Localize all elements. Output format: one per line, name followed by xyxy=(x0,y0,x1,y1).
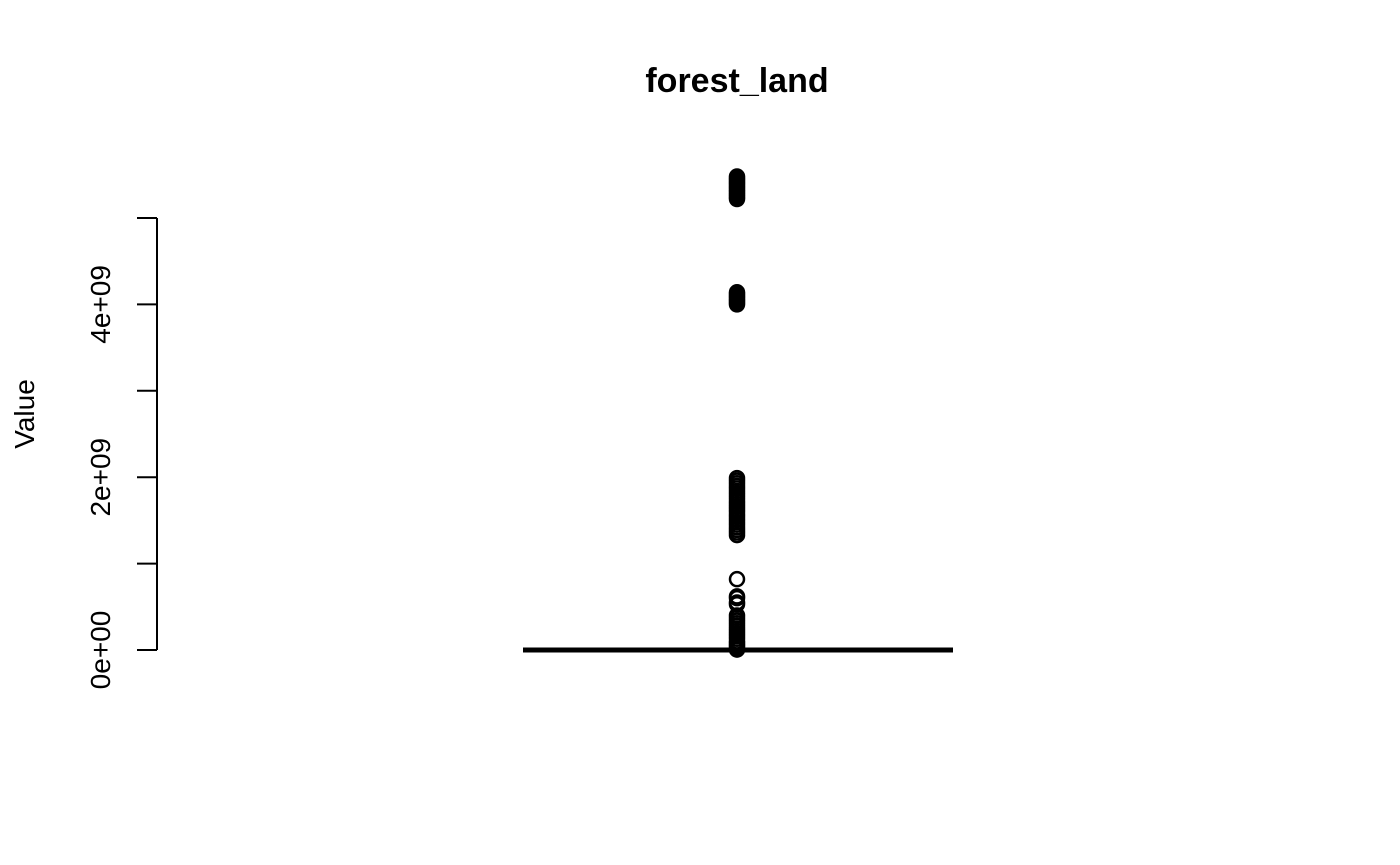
y-tick-label: 2e+09 xyxy=(85,438,116,517)
outlier-point xyxy=(728,190,746,208)
chart-title: forest_land xyxy=(645,62,828,100)
outlier-points xyxy=(728,168,746,658)
outlier-point xyxy=(728,296,746,313)
y-tick-label: 0e+00 xyxy=(85,611,116,690)
outlier-point xyxy=(728,570,746,588)
y-axis-label: Value xyxy=(9,379,40,449)
y-tick-label: 4e+09 xyxy=(85,265,116,344)
y-axis: 0e+00 2e+09 4e+09 xyxy=(85,217,158,690)
outlier-point xyxy=(728,641,746,658)
outlier-point xyxy=(728,526,746,544)
